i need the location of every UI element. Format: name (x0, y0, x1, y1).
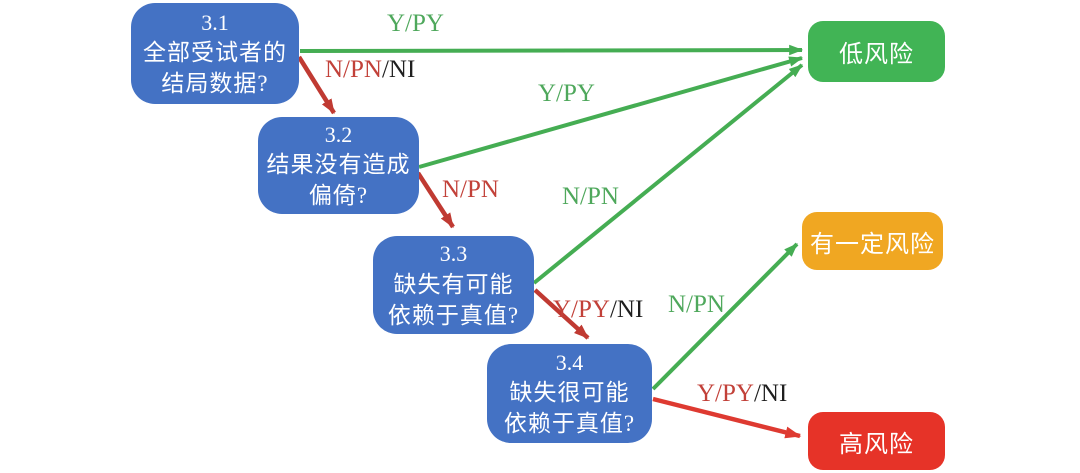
arrow-3-1-to-low-risk (299, 44, 804, 56)
edge-label-text-red: Y/PY (697, 380, 754, 407)
arrow-3-4-to-high-risk (652, 396, 802, 439)
node-high-risk: 高风险 (808, 412, 945, 470)
edge-label-3-2-to-low: Y/PY (538, 80, 595, 108)
edge-label-3-4-to-some: N/PN (668, 291, 725, 319)
node-question-3-1: 3.1 全部受试者的 结局数据? (131, 3, 299, 104)
arrow-3-1-to-3-2 (297, 55, 336, 115)
edge-label-3-2-to-3-3: N/PN (442, 176, 499, 204)
node-text-line: 全部受试者的 (143, 40, 287, 66)
edge-label-text-black: /NI (753, 380, 788, 407)
node-text-line: 缺失有可能 (393, 271, 514, 297)
edge-label-3-3-to-3-4: Y/PY/NI (553, 296, 643, 324)
arrow-3-3-to-low-risk (532, 63, 804, 285)
edge-label-3-3-to-low: N/PN (562, 183, 619, 211)
edge-label-3-1-to-3-2: N/PN/NI (325, 56, 415, 84)
node-text-line: 结局数据? (161, 71, 269, 97)
edge-label-text-red: Y/PY (553, 296, 610, 323)
node-label: 低风险 (839, 42, 914, 68)
node-text-line: 缺失很可能 (509, 380, 630, 406)
node-number: 3.4 (555, 349, 584, 375)
edge-label-text-red: N/PN (325, 56, 382, 83)
node-number: 3.3 (439, 241, 468, 267)
node-low-risk: 低风险 (808, 21, 945, 82)
edge-label-text: N/PN (442, 176, 499, 203)
edge-label-text-black: /NI (609, 296, 644, 323)
node-question-3-3: 3.3 缺失有可能 依赖于真值? (373, 236, 534, 334)
node-text-line: 结果没有造成 (266, 152, 411, 178)
node-question-3-2: 3.2 结果没有造成 偏倚? (258, 117, 419, 214)
node-number: 3.1 (201, 9, 229, 35)
edge-label-3-1-to-low: Y/PY (387, 10, 444, 38)
edge-label-text: Y/PY (387, 10, 444, 37)
edge-label-text-black: /NI (381, 56, 416, 83)
node-text-line: 依赖于真值? (503, 411, 636, 437)
node-number: 3.2 (324, 121, 353, 147)
node-question-3-4: 3.4 缺失很可能 依赖于真值? (487, 344, 652, 443)
arrow-3-2-to-3-3 (416, 171, 455, 229)
edge-label-text: N/PN (668, 291, 725, 318)
edge-label-text: Y/PY (538, 80, 595, 107)
edge-label-3-4-to-high: Y/PY/NI (697, 380, 787, 408)
edge-label-text: N/PN (562, 183, 619, 210)
arrow-3-4-to-some-risk (651, 242, 799, 391)
node-label: 高风险 (839, 431, 914, 458)
arrow-3-2-to-low-risk (418, 56, 804, 169)
node-label: 有一定风险 (810, 231, 935, 258)
node-text-line: 偏倚? (308, 183, 369, 209)
node-some-risk: 有一定风险 (802, 212, 943, 270)
arrow-3-3-to-3-4 (533, 288, 590, 340)
node-text-line: 依赖于真值? (387, 302, 520, 328)
